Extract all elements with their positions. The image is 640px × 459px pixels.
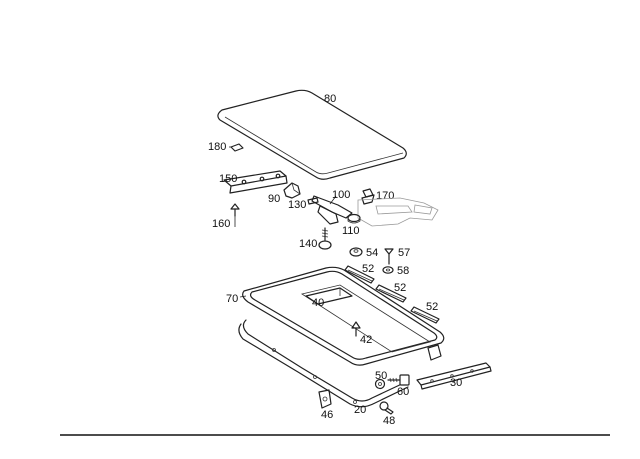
label-70: 70 xyxy=(226,293,238,305)
washer-50 xyxy=(374,378,386,390)
label-46: 46 xyxy=(321,409,333,421)
frame-corner-clip xyxy=(427,344,442,361)
label-110: 110 xyxy=(342,225,360,237)
label-52-a: 52 xyxy=(362,263,374,275)
lower-frame-rail xyxy=(238,319,409,408)
label-180: 180 xyxy=(208,141,226,153)
label-30: 30 xyxy=(450,377,462,389)
label-80: 80 xyxy=(324,93,336,105)
label-60: 60 xyxy=(397,386,409,398)
inner-panel xyxy=(300,284,431,353)
side-guide-rail xyxy=(416,362,492,390)
label-42: 42 xyxy=(360,334,372,346)
seal-strip-b xyxy=(375,284,407,303)
label-90: 90 xyxy=(268,193,280,205)
screw-48 xyxy=(379,401,394,415)
mechanism-arm xyxy=(311,195,353,225)
label-40: 40 xyxy=(312,297,324,309)
screw-57 xyxy=(384,248,394,265)
label-48: 48 xyxy=(383,415,395,427)
label-170: 170 xyxy=(376,190,394,202)
label-100: 100 xyxy=(332,189,350,201)
nut-54 xyxy=(349,247,363,257)
glass-panel xyxy=(217,89,407,180)
seal-strip-c xyxy=(410,306,440,324)
pin xyxy=(307,197,319,205)
knob xyxy=(347,213,361,224)
bolt-140 xyxy=(318,227,332,250)
ghost-assembly-outline xyxy=(357,197,439,227)
small-clip xyxy=(229,143,244,152)
label-150: 150 xyxy=(219,173,237,185)
label-52-b: 52 xyxy=(394,282,406,294)
label-52-c: 52 xyxy=(426,301,438,313)
label-58: 58 xyxy=(397,265,409,277)
fastening-clip xyxy=(361,188,375,205)
frame-seal xyxy=(239,266,445,366)
label-140: 140 xyxy=(299,238,317,250)
screw-160 xyxy=(230,203,240,227)
guide-bracket xyxy=(223,170,288,194)
label-20: 20 xyxy=(354,404,366,416)
label-50: 50 xyxy=(375,370,387,382)
label-160: 160 xyxy=(212,218,230,230)
bolt-60 xyxy=(387,374,410,386)
screw-42 xyxy=(351,321,361,337)
label-130: 130 xyxy=(288,199,306,211)
bracket-46 xyxy=(318,389,332,409)
washer-58 xyxy=(382,266,394,274)
lever xyxy=(283,182,301,199)
label-57: 57 xyxy=(398,247,410,259)
seal-strip-a xyxy=(344,265,375,284)
label-54: 54 xyxy=(366,247,378,259)
